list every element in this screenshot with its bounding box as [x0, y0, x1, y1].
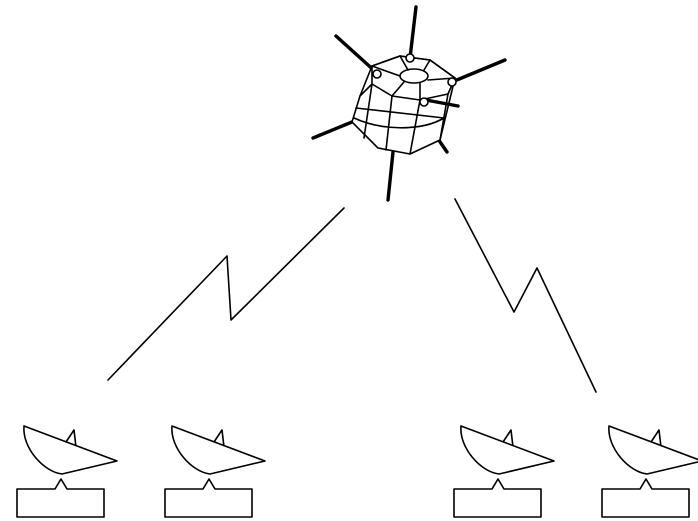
satellite-antenna	[424, 98, 460, 108]
dish-reflector	[460, 425, 555, 475]
dish-reflector	[171, 425, 266, 475]
ground-stations	[16, 425, 698, 518]
radio-link-left	[107, 207, 345, 381]
satellite-antenna	[450, 58, 507, 84]
dish-reflector	[23, 425, 118, 475]
dish-base	[601, 478, 690, 518]
dish-antenna-icon	[601, 425, 698, 518]
satellite-hub	[399, 68, 429, 84]
satellite-antenna	[311, 120, 354, 140]
dish-antenna-icon	[453, 425, 555, 518]
dish-antenna-icon	[16, 425, 118, 518]
antenna-mount	[405, 53, 415, 63]
satellite-antenna	[408, 5, 418, 60]
dish-antenna-icon	[164, 425, 266, 518]
dish-base	[453, 478, 542, 518]
satellite-antenna	[386, 150, 395, 202]
antenna-mount	[372, 69, 382, 79]
dish-reflector	[608, 425, 698, 475]
dish-base	[164, 478, 253, 518]
antenna-mount	[447, 77, 457, 87]
dish-base	[16, 478, 105, 518]
radio-link-right	[454, 198, 597, 393]
antenna-mount	[419, 97, 429, 107]
satellite-panels	[353, 83, 449, 155]
satellite-icon	[311, 5, 507, 202]
